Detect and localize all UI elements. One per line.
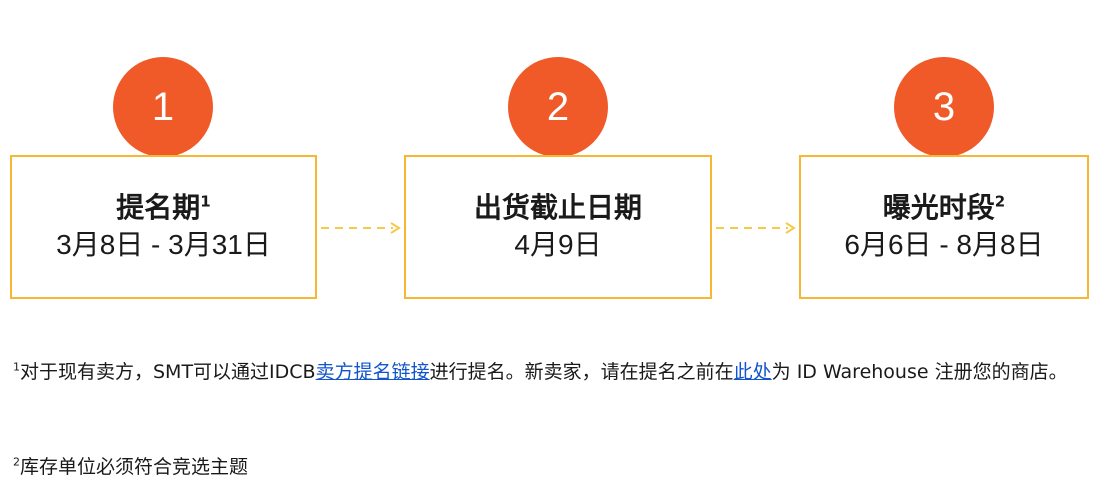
footnote-1-text-a: 对于现有卖方，SMT可以通过IDCB xyxy=(20,361,316,383)
footnote-2: 2库存单位必须符合竞选主题 xyxy=(13,452,1105,482)
step-2-date: 4月9日 xyxy=(514,229,602,260)
step-1-title: 提名期 xyxy=(116,191,201,224)
step-2-title-line: 出货截止日期 xyxy=(474,190,642,226)
step-3-date: 6月6日 - 8月8日 xyxy=(844,229,1044,260)
step-3-title: 曝光时段 xyxy=(882,191,995,224)
step-3-circle: 3 xyxy=(894,57,994,157)
step-2-circle: 2 xyxy=(508,57,608,157)
footnote-1-text-c: 为 ID Warehouse 注册您的商店。 xyxy=(771,361,1068,383)
arrow-right-icon xyxy=(716,222,796,234)
step-3-title-line: 曝光时段2 xyxy=(883,190,1005,226)
step-3-box: 曝光时段2 6月6日 - 8月8日 xyxy=(799,155,1089,299)
step-1-number: 1 xyxy=(151,84,175,129)
arrow-right-icon xyxy=(321,222,401,234)
step-1-footnote-marker: 1 xyxy=(200,192,211,211)
seller-nomination-link[interactable]: 卖方提名链接 xyxy=(315,361,430,383)
step-2-box: 出货截止日期 4月9日 xyxy=(404,155,712,299)
step-2-number: 2 xyxy=(546,84,570,129)
here-link[interactable]: 此处 xyxy=(733,361,772,383)
step-3-footnote-marker: 2 xyxy=(994,192,1006,211)
footnote-2-text: 库存单位必须符合竞选主题 xyxy=(20,456,249,478)
footnote-2-marker: 2 xyxy=(13,455,20,469)
step-1-box: 提名期1 3月8日 - 3月31日 xyxy=(10,155,317,299)
step-1-date: 3月8日 - 3月31日 xyxy=(56,229,271,260)
step-1-title-line: 提名期1 xyxy=(116,190,210,226)
step-1-circle: 1 xyxy=(113,57,213,157)
step-2-title: 出货截止日期 xyxy=(473,191,642,224)
step-3-number: 3 xyxy=(932,84,956,129)
footnote-1-marker: 1 xyxy=(13,360,20,374)
footnote-1: 1对于现有卖方，SMT可以通过IDCB卖方提名链接进行提名。新卖家，请在提名之前… xyxy=(13,357,1105,387)
footnote-1-text-b: 进行提名。新卖家，请在提名之前在 xyxy=(429,361,734,383)
